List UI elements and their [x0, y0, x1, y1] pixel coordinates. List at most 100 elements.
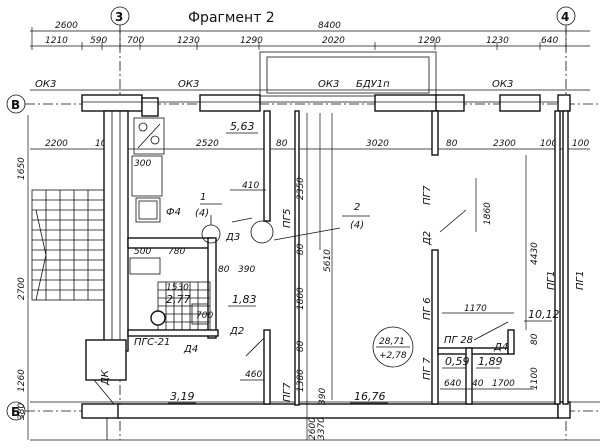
dim-640: 640	[541, 36, 558, 46]
label-f4: Ф4	[166, 207, 181, 218]
dim-1380: 1380	[296, 369, 306, 392]
dim-640-bottom: 640	[444, 379, 461, 389]
dim-1650: 1650	[17, 157, 27, 180]
dim-300: 300	[134, 159, 151, 169]
dim-1210: 1210	[45, 36, 68, 46]
label-pg28: ПГ 28	[444, 335, 473, 346]
window-label-2: ОК3	[178, 79, 199, 90]
dim-410: 410	[242, 181, 259, 191]
window-label-5: ОК3	[492, 79, 513, 90]
dim-2350: 2350	[296, 177, 306, 200]
room-area-bath: 2,77	[166, 293, 191, 306]
dim-top-2600: 2600	[55, 21, 78, 31]
top-dimension-lines	[30, 27, 590, 150]
section-ref-2-num: 2	[354, 202, 360, 213]
label-pg5: ПГ5	[282, 209, 293, 228]
dim-80-wc: 80	[218, 265, 230, 275]
dim-3020: 3020	[366, 139, 389, 149]
dim-80-v2: 80	[296, 340, 306, 352]
total-area: 28,71	[379, 337, 405, 347]
dim-5610: 5610	[323, 249, 333, 272]
dim-80b: 80	[446, 139, 458, 149]
label-d3: Д3	[225, 232, 240, 243]
dim-40: 40	[472, 379, 484, 389]
apartment-total-marker	[372, 326, 414, 368]
dim-1290a: 1290	[240, 36, 263, 46]
label-pg6: ПГ 6	[422, 297, 433, 320]
dim-1700: 1700	[492, 379, 515, 389]
dim-1230a: 1230	[177, 36, 200, 46]
label-pg7-bottom: ПГ7	[282, 382, 293, 402]
dim-3370: 3370	[317, 417, 327, 440]
room-area-kitchen: 5,63	[230, 120, 255, 133]
dim-80-v3: 80	[530, 333, 540, 345]
dim-1530: 1530	[166, 283, 189, 293]
dim-2020: 2020	[322, 36, 345, 46]
label-pg7-right: ПГ7	[422, 185, 433, 205]
label-d2-right: Д2	[422, 231, 433, 246]
room-area-closet: 1,89	[478, 355, 503, 368]
bottom-edge	[30, 418, 600, 441]
dim-2520: 2520	[196, 139, 219, 149]
section-ref-1-sub: (4)	[195, 208, 209, 219]
room-area-hall: 3,19	[170, 390, 195, 403]
dim-100c: 100	[572, 139, 589, 149]
plan-title: Фрагмент 2	[188, 10, 275, 26]
svg-text:В: В	[11, 98, 20, 112]
dim-1170: 1170	[464, 304, 487, 314]
staircase	[31, 189, 109, 301]
label-pgs21: ПГС-21	[134, 337, 170, 348]
label-d4-right: Д4	[493, 342, 508, 353]
dim-4430: 4430	[530, 242, 540, 265]
dim-380: 380	[17, 403, 27, 420]
dim-100b: 100	[540, 139, 557, 149]
dim-700-bath: 700	[196, 311, 213, 321]
bathroom-tiled-area	[129, 257, 211, 331]
dim-390: 390	[238, 265, 255, 275]
dim-2700: 2700	[17, 277, 27, 300]
section-ref-1-num: 1	[200, 192, 206, 203]
svg-text:4: 4	[561, 10, 569, 24]
label-pg7-lower: ПГ 7	[422, 357, 433, 380]
room-area-loggia: 10,12	[528, 308, 560, 321]
section-ref-1	[200, 203, 253, 244]
dim-590: 590	[90, 36, 107, 46]
dim-2300: 2300	[493, 139, 516, 149]
section-ref-2-sub: (4)	[350, 220, 364, 231]
svg-text:Б: Б	[11, 405, 20, 419]
door-swings	[245, 209, 509, 357]
total-area-extra: +2,78	[379, 351, 407, 361]
dim-1290b: 1290	[418, 36, 441, 46]
label-d4-hall: Д4	[183, 344, 198, 355]
dim-500: 500	[134, 247, 151, 257]
label-dk: ДК	[100, 369, 111, 386]
dim-1800: 1800	[296, 287, 306, 310]
dim-1860: 1860	[483, 202, 493, 225]
wall-bottom	[30, 401, 600, 419]
dim-1230b: 1230	[486, 36, 509, 46]
label-pg1-a: ПГ1	[546, 271, 557, 290]
dim-700: 700	[127, 36, 144, 46]
left-wall-column	[85, 110, 129, 405]
window-label-1: ОК3	[35, 79, 56, 90]
label-d2-wc: Д2	[229, 326, 244, 337]
dim-460: 460	[245, 370, 262, 380]
room-area-living: 16,76	[354, 390, 386, 403]
dim-1260: 1260	[17, 369, 27, 392]
room-area-wc: 1,83	[232, 293, 257, 306]
partitions	[127, 110, 569, 406]
dim-1100: 1100	[530, 367, 540, 390]
dim-top-8400: 8400	[318, 21, 341, 31]
window-label-3: ОК3	[318, 79, 339, 90]
room-area-storage: 0,59	[445, 355, 470, 368]
dim-2200: 2200	[45, 139, 68, 149]
dim-2600-b: 2600	[308, 417, 318, 440]
kitchen-fixtures	[131, 117, 165, 223]
dim-390-v: 390	[318, 388, 328, 405]
label-pg1-b: ПГ1	[575, 271, 586, 290]
wall-top	[81, 51, 571, 117]
dim-80a: 80	[276, 139, 288, 149]
dim-780: 780	[168, 247, 185, 257]
dim-80-v1: 80	[296, 243, 306, 255]
